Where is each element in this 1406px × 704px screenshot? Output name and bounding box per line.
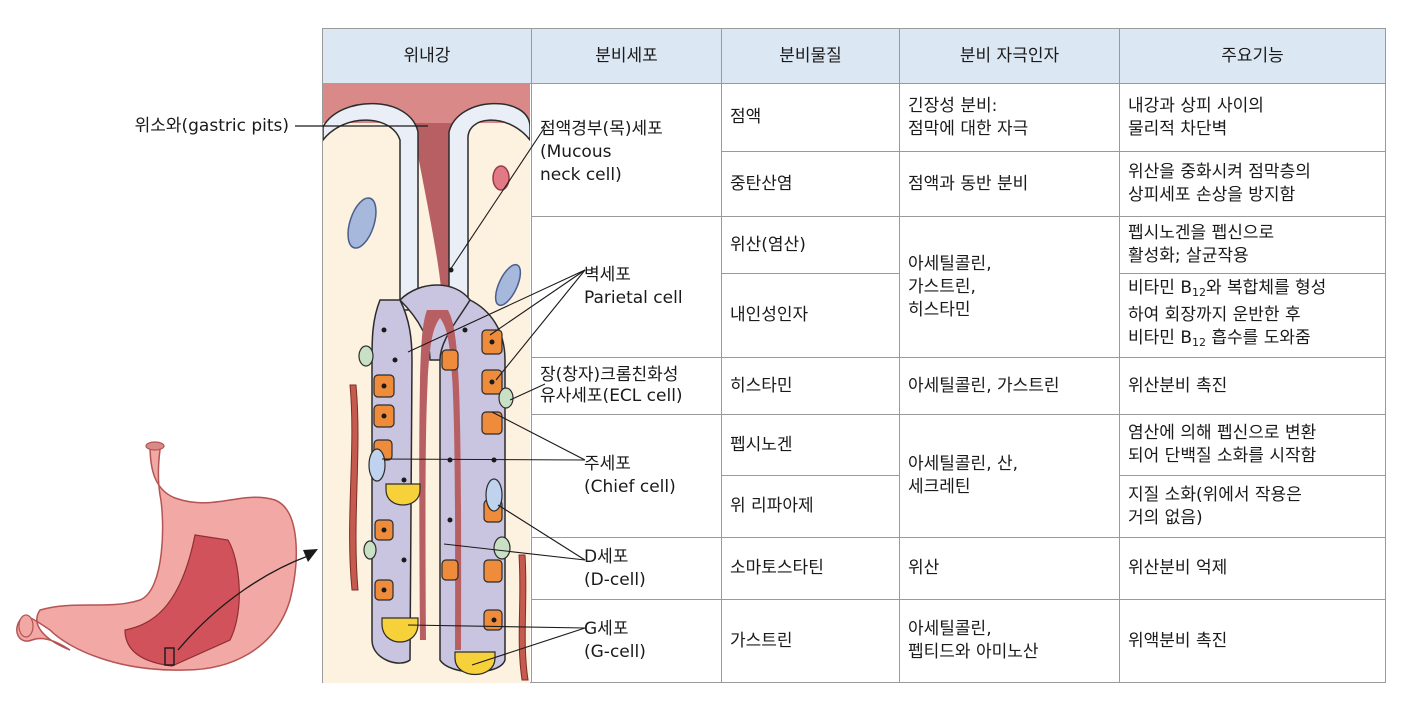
cell-name-line: 벽세포 [584,265,631,285]
function-cell: 위액분비 촉진 [1119,599,1386,683]
function-line: 염산에 의해 펩신으로 변환 [1128,423,1317,443]
function-cell: 위산분비 억제 [1119,537,1386,600]
cell-name-line: Parietal cell [584,288,683,308]
cell-parietal: 벽세포 Parietal cell [531,216,722,358]
stimulus-cell: 아세틸콜린, 가스트린, 히스타민 [899,216,1120,358]
stimulus-line: 아세틸콜린, [908,253,992,274]
pit-lumen [412,123,455,300]
magnify-arrowhead [303,549,318,562]
stimulus-cell: 위산 [899,537,1120,600]
function-cell: 위산분비 촉진 [1119,357,1386,415]
cell-name-line: 점액경부(목)세포 [540,119,663,139]
substance-cell: 내인성인자 [721,273,900,358]
cell-name-line: (Mucous [540,142,612,162]
function-cell: 내강과 상피 사이의 물리적 차단벽 [1119,83,1386,152]
stimulus-line: 위산 [908,558,940,578]
gastric-pits-label: 위소와(gastric pits) [135,116,289,136]
cell-name-line: neck cell) [540,165,622,185]
function-line: 위산분비 억제 [1128,558,1228,578]
function-cell: 위산을 중화시켜 점막층의 상피세포 손상을 방지함 [1119,151,1386,217]
cell-name-line: 유사세포(ECL cell) [540,386,683,406]
cell-name-line: (D-cell) [584,569,646,590]
function-cell: 지질 소화(위에서 작용은 거의 없음) [1119,475,1386,538]
stomach-cutaway [124,534,240,667]
stimulus-line: 점막에 대한 자극 [908,118,1029,139]
substance-cell: 중탄산염 [721,151,900,217]
capillary [492,165,510,191]
blood-vessel [349,384,359,591]
cell-name-line: (Chief cell) [584,477,676,497]
stimulus-cell: 아세틸콜린, 산, 세크레틴 [899,414,1120,538]
stimulus-line: 아세틸콜린, [908,619,992,639]
function-cell: 비타민 B12와 복합체를 형성 하여 회장까지 운반한 후 비타민 B12 흡… [1119,273,1386,358]
substance-cell: 가스트린 [721,599,900,683]
function-line: 위액분비 촉진 [1128,630,1228,651]
cell-chief: 주세포 (Chief cell) [531,414,722,538]
leader-lines [381,126,586,666]
function-line: 내강과 상피 사이의 [1128,95,1264,116]
capillary [494,263,522,307]
function-line: 물리적 차단벽 [1128,118,1228,139]
gland-lumen [419,310,462,650]
cell-ecl: 장(창자)크롬친화성 유사세포(ECL cell) [531,357,722,415]
function-cell: 염산에 의해 펩신으로 변환 되어 단백질 소화를 시작함 [1119,414,1386,476]
stomach-illustration [16,441,318,671]
cell-name-line: G세포 [584,619,629,639]
esophagus-opening [145,441,165,451]
gland-tube-left [371,299,413,664]
function-line: 비타민 B12 흡수를 도와줌 [1128,328,1311,349]
substance-cell: 히스타민 [721,357,900,415]
cell-nuclei [381,267,497,623]
function-line: 되어 단백질 소화를 시작함 [1128,446,1317,466]
function-line: 거의 없음) [1128,507,1203,528]
substance-cell: 소마토스타틴 [721,537,900,600]
substance-cell: 위 리파아제 [721,475,900,538]
mucous-neck-cells [368,448,503,512]
duodenum-opening [18,614,34,638]
magnify-arrow [177,555,309,651]
function-line: 상피세포 손상을 방지함 [1128,185,1296,205]
stimulus-line: 점액과 동반 분비 [908,173,1029,194]
function-line: 위산을 중화시켜 점막층의 [1128,162,1311,182]
d-and-ecl-cells [358,345,514,560]
stimulus-line: 히스타민 [908,299,971,320]
function-line: 비타민 B12와 복합체를 형성 [1128,278,1327,299]
header-lumen: 위내강 [322,28,532,84]
cell-name-line: 장(창자)크롬친화성 [540,365,679,385]
stimulus-line: 아세틸콜린, 가스트린 [908,375,1060,396]
stimulus-line: 펩티드와 아미노산 [908,642,1039,662]
stimulus-cell: 아세틸콜린, 펩티드와 아미노산 [899,599,1120,683]
header-function: 주요기능 [1119,28,1386,84]
function-line: 지질 소화(위에서 작용은 [1128,484,1302,505]
stimulus-cell: 아세틸콜린, 가스트린 [899,357,1120,415]
function-line: 하여 회장까지 운반한 후 [1128,305,1301,325]
cell-d: D세포 (D-cell) [531,537,722,600]
cell-name-line: 주세포 [584,454,631,474]
stimulus-cell: 긴장성 분비: 점막에 대한 자극 [899,83,1120,152]
stimulus-line: 긴장성 분비: [908,95,998,116]
magnified-region-box [164,647,175,666]
cell-mucous-neck: 점액경부(목)세포 (Mucous neck cell) [531,83,722,217]
g-cells [381,483,496,676]
capillary [347,197,377,249]
cell-name-line: D세포 [584,546,629,567]
header-stimulus: 분비 자극인자 [899,28,1120,84]
function-line: 활성화; 살균작용 [1128,246,1249,266]
stimulus-line: 세크레틴 [908,477,971,497]
stimulus-line: 가스트린, [908,276,976,297]
function-line: 위산분비 촉진 [1128,375,1228,396]
stimulus-cell: 점액과 동반 분비 [899,151,1120,217]
function-line: 펩시노겐을 펩신으로 [1128,223,1275,243]
cell-name-line: (G-cell) [584,642,646,662]
stimulus-line: 아세틸콜린, 산, [908,454,1019,474]
